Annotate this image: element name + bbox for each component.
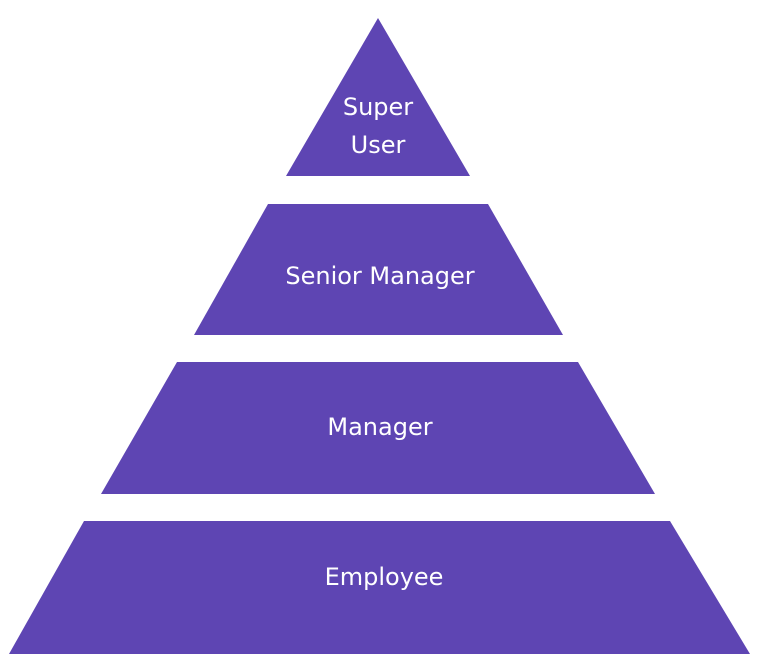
tier-senior-manager-shape xyxy=(194,204,563,335)
tier-super-user-label-line-2: User xyxy=(351,131,406,159)
tier-senior-manager: Senior Manager xyxy=(194,204,563,335)
tier-employee-shape xyxy=(9,521,750,654)
tier-senior-manager-label: Senior Manager xyxy=(285,262,474,290)
tier-manager: Manager xyxy=(101,362,655,494)
tier-employee-label: Employee xyxy=(325,563,444,591)
tier-manager-shape xyxy=(101,362,655,494)
tier-manager-label: Manager xyxy=(327,413,432,441)
tier-super-user-shape xyxy=(286,18,470,176)
tier-super-user-label-line-1: Super xyxy=(343,93,413,121)
tier-super-user: Super User xyxy=(286,18,470,176)
tier-employee: Employee xyxy=(9,521,750,654)
